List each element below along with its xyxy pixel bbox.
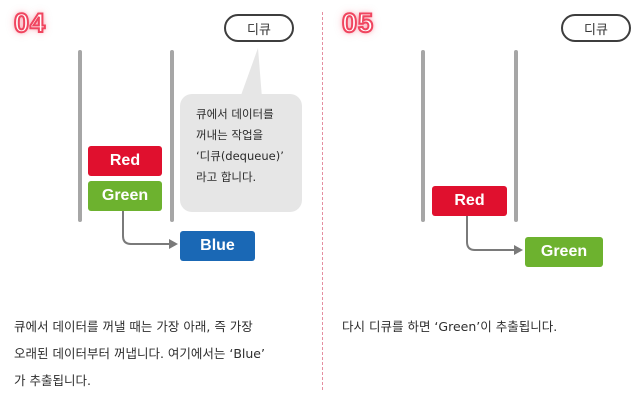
red-block: Red — [88, 146, 162, 176]
bubble-text: 큐에서 데이터를 꺼내는 작업을 ‘디큐(dequeue)’ 라고 합니다. — [196, 104, 300, 188]
bubble-line: 라고 합니다. — [196, 170, 257, 184]
arrowhead-left — [169, 239, 178, 249]
queue-right-wall — [514, 50, 518, 222]
bubble-line: ‘디큐(dequeue)’ — [196, 149, 284, 163]
dequeue-tag: 디큐 — [224, 14, 294, 42]
caption-line: 다시 디큐를 하면 ‘Green’이 추출됩니다. — [342, 319, 558, 334]
green-block-dequeued: Green — [525, 237, 603, 267]
dequeue-tag: 디큐 — [561, 14, 631, 42]
dequeue-arrow-left — [122, 211, 170, 245]
bubble-line: 꺼내는 작업을 — [196, 128, 264, 142]
caption-line: 가 추출됩니다. — [14, 373, 91, 388]
queue-right-wall — [170, 50, 174, 222]
caption-line: 오래된 데이터부터 꺼냅니다. 여기에서는 ‘Blue’ — [14, 346, 265, 361]
blue-block-dequeued: Blue — [180, 231, 255, 261]
speech-bubble — [180, 94, 302, 212]
panel-divider — [322, 12, 323, 390]
caption-line: 큐에서 데이터를 꺼낼 때는 가장 아래, 즉 가장 — [14, 319, 253, 334]
queue-left-wall — [78, 50, 82, 222]
arrowhead-right — [514, 245, 523, 255]
step-number-05: 05 — [341, 7, 375, 39]
step-number-04: 04 — [13, 7, 47, 39]
bubble-line: 큐에서 데이터를 — [196, 107, 274, 121]
caption-right: 다시 디큐를 하면 ‘Green’이 추출됩니다. — [342, 313, 557, 340]
caption-left: 큐에서 데이터를 꺼낼 때는 가장 아래, 즉 가장 오래된 데이터부터 꺼냅니… — [14, 313, 265, 394]
queue-left-wall — [421, 50, 425, 222]
red-block: Red — [432, 186, 507, 216]
green-block: Green — [88, 181, 162, 211]
dequeue-arrow-right — [466, 216, 515, 251]
